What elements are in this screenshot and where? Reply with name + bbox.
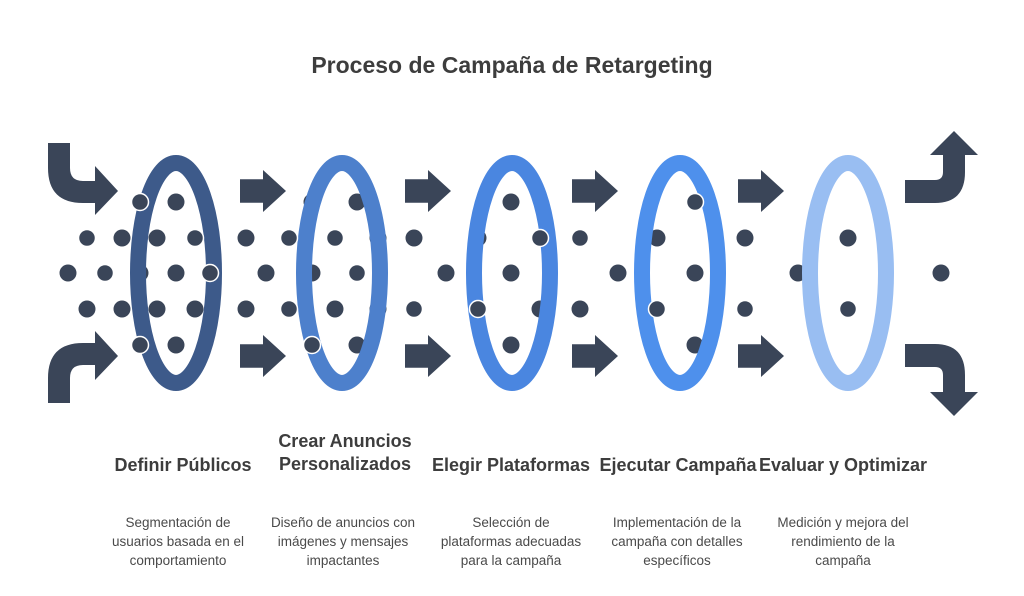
particle-dot [570,228,590,248]
particle-dot [186,300,204,318]
particle-dot [200,263,220,283]
particle-dot [437,264,455,282]
particle-dot [279,228,299,248]
particle-dot [348,193,366,211]
step-4-description: Implementación de la campaña con detalle… [611,515,743,568]
flow-arrow-top-4 [738,170,784,212]
entry-arrow-bottom-icon [48,331,118,403]
funnel-ring-5 [802,155,894,391]
particle-dot [502,193,520,211]
particle-dot [302,335,322,355]
flow-arrow-top-2 [405,170,451,212]
particle-dot [237,229,255,247]
funnel-ring-4 [634,155,726,391]
entry-arrow-top-icon [48,143,118,215]
particle-dot [95,263,115,283]
exit-arrow-bottom-icon [905,344,978,416]
particle-dot [685,192,705,212]
step-4-title: Ejecutar Campaña [599,455,757,475]
particle-dot [839,229,857,247]
flow-arrow-bottom-1 [240,335,286,377]
flow-arrow-top-3 [572,170,618,212]
particle-dot [735,299,755,319]
retargeting-funnel-diagram [48,131,978,416]
flow-arrow-bottom-2 [405,335,451,377]
particle-dot [405,229,423,247]
particle-dot [686,264,704,282]
particle-dot [237,300,255,318]
particle-dot [530,228,550,248]
particle-dot [838,299,858,319]
particle-dot [130,335,150,355]
particle-dot [279,299,299,319]
exit-arrow-top-icon [905,131,978,203]
particle-dot [167,264,185,282]
step-3-title: Elegir Plataformas [431,455,591,475]
particle-dot [326,300,344,318]
particle-dot [113,300,131,318]
step-5-title: Evaluar y Optimizar [758,455,928,475]
step-1-description: Segmentación de usuarios basada en el co… [111,515,245,568]
funnel-ring-2 [296,155,388,391]
particle-dot [59,264,77,282]
particle-dot [77,228,97,248]
particle-dot [167,193,185,211]
particle-dot [325,228,345,248]
particle-dot [113,229,131,247]
diagram-title: Proceso de Campaña de Retargeting [311,52,713,78]
particle-dot [736,229,754,247]
particle-dot [502,336,520,354]
particle-dot [502,264,520,282]
particle-dot [148,300,166,318]
flow-arrow-bottom-4 [738,335,784,377]
step-5-description: Medición y mejora del rendimiento de la … [777,515,909,568]
particle-dot [347,263,367,283]
step-2-title: Crear Anuncios Personalizados [278,431,412,474]
particle-dot [148,229,166,247]
particle-dot [167,336,185,354]
step-2-description: Diseño de anuncios con imágenes y mensaj… [270,515,416,568]
particle-dot [647,299,667,319]
particle-dot [571,300,589,318]
particle-dot [609,264,627,282]
funnel-ring-3 [466,155,558,391]
particle-dot [130,192,150,212]
flow-arrow-top-1 [240,170,286,212]
particle-dot [78,300,96,318]
particle-dot [648,229,666,247]
flow-arrow-bottom-3 [572,335,618,377]
particle-dot [932,264,950,282]
particle-dot [185,228,205,248]
step-3-description: Selección de plataformas adecuadas para … [440,515,582,568]
step-1-title: Definir Públicos [114,455,252,475]
particle-dot [404,299,424,319]
particle-dot [468,299,488,319]
particle-dot [257,264,275,282]
